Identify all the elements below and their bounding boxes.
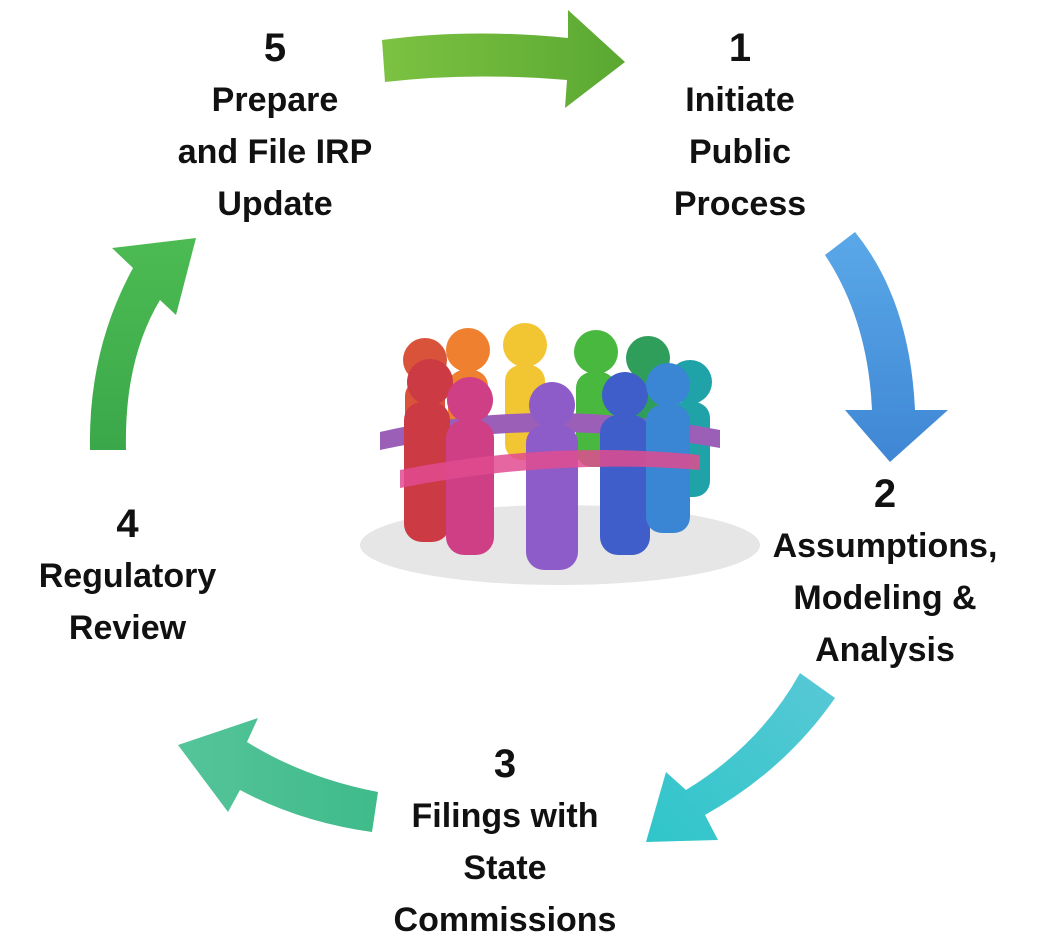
step-5-number: 5: [263, 26, 287, 70]
step-1-label: 1 Initiate Public Process: [635, 22, 845, 230]
figure-front-lightblue: [646, 363, 690, 533]
arrow-step4-to-step5: [89, 238, 196, 450]
step-3-line-2: State: [463, 849, 547, 887]
team-huddle-figures-icon: [360, 323, 760, 585]
step-3-line-1: Filings with: [411, 797, 599, 835]
step-5-line-2: and File IRP: [177, 133, 373, 171]
arrow-step1-to-step2: [825, 232, 948, 462]
step-1-line-2: Public: [688, 133, 792, 171]
step-3-number: 3: [493, 742, 517, 786]
step-2-line-3: Analysis: [815, 631, 955, 669]
step-5-line-1: Prepare: [211, 81, 339, 119]
arrow-step2-to-step3: [646, 673, 835, 842]
step-5-label: 5 Prepare and File IRP Update: [160, 22, 390, 230]
step-2-number: 2: [873, 472, 897, 516]
step-3-line-3: Commissions: [393, 901, 617, 939]
step-4-number: 4: [116, 502, 139, 546]
step-2-label: 2 Assumptions, Modeling & Analysis: [735, 468, 1035, 676]
figure-front-red: [404, 359, 453, 542]
step-2-line-1: Assumptions,: [772, 527, 998, 565]
step-1-line-1: Initiate: [685, 81, 795, 119]
arrow-step5-to-step1: [382, 10, 625, 108]
figure-front-magenta: [446, 377, 494, 555]
step-4-line-2: Review: [68, 609, 187, 647]
arrow-step3-to-step4: [178, 718, 378, 832]
step-4-line-1: Regulatory: [38, 557, 217, 595]
step-1-number: 1: [728, 26, 752, 70]
figure-front-purple: [526, 382, 578, 570]
step-2-line-2: Modeling &: [793, 579, 977, 617]
step-5-line-3: Update: [217, 185, 333, 223]
step-4-label: 4 Regulatory Review: [5, 498, 250, 654]
step-3-label: 3 Filings with State Commissions: [370, 738, 640, 946]
figure-front-blue: [600, 372, 650, 555]
step-1-line-3: Process: [673, 185, 807, 223]
